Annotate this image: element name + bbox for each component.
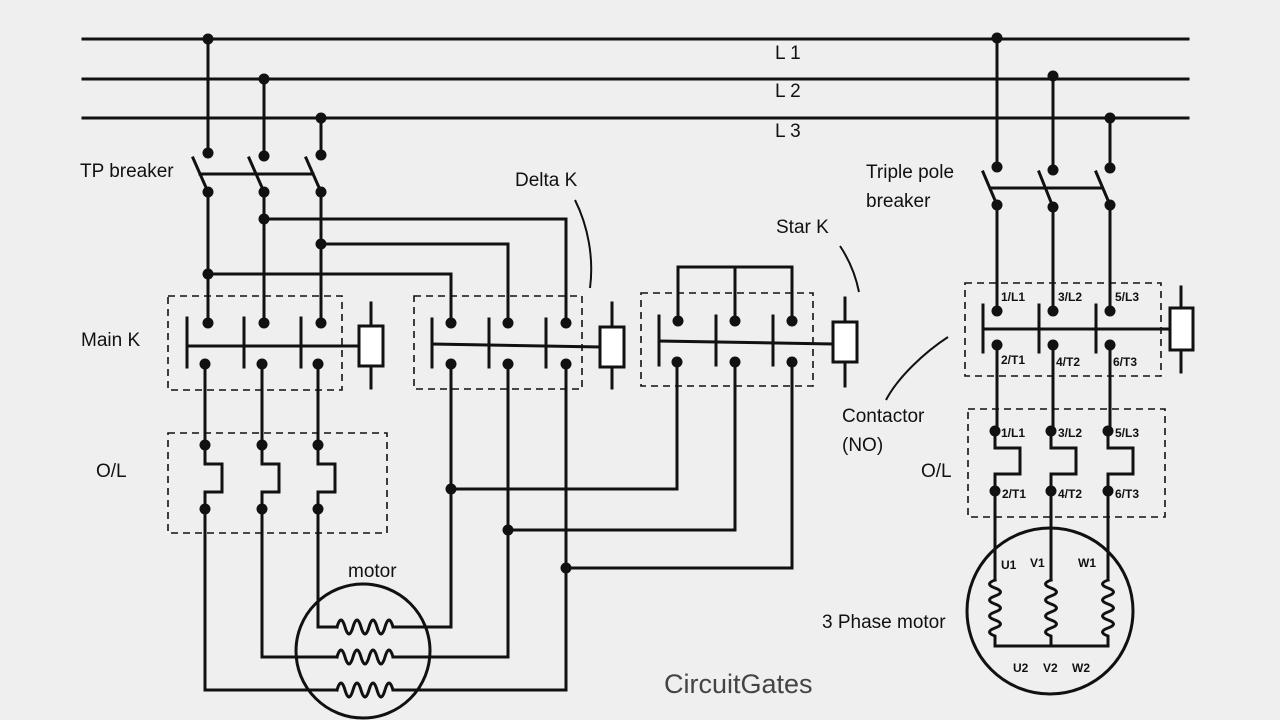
motor-terminal-u2: U2 <box>1013 661 1029 675</box>
star-delta-crosslinks <box>445 360 794 574</box>
contactor-terminal-2t1: 2/T1 <box>1001 353 1025 367</box>
left-distribution-wiring <box>202 190 568 325</box>
brand-watermark: CircuitGates <box>664 669 813 699</box>
motor-left-label: motor <box>348 561 397 582</box>
overload-terminal-2t1: 2/T1 <box>1002 487 1026 501</box>
three-phase-motor-label: 3 Phase motor <box>822 612 946 633</box>
triple-pole-breaker <box>981 32 1116 313</box>
triple-pole-breaker-label-line1: Triple pole <box>866 162 954 183</box>
bus-bars <box>81 37 1190 120</box>
tp-breaker <box>191 33 327 198</box>
bus-l2-label: L 2 <box>775 81 801 102</box>
motor-left <box>203 362 568 720</box>
motor-terminal-v1: V1 <box>1030 556 1045 570</box>
delta-contactor <box>413 199 626 390</box>
contactor-terminal-3l2: 3/L2 <box>1058 290 1082 304</box>
main-contactor <box>167 295 385 391</box>
overload-relay-right <box>967 408 1166 518</box>
contactor-to-overload-wiring <box>995 343 1112 433</box>
overload-right-label: O/L <box>921 461 952 482</box>
contactor-terminal-1l1: 1/L1 <box>1001 290 1025 304</box>
overload-terminal-4t2: 4/T2 <box>1058 487 1082 501</box>
overload-terminal-5l3: 5/L3 <box>1115 426 1139 440</box>
triple-pole-breaker-label-line2: breaker <box>866 191 931 212</box>
star-contactor <box>640 245 860 388</box>
contactor-label-line1: Contactor <box>842 406 925 427</box>
contactor-terminal-6t3: 6/T3 <box>1113 355 1137 369</box>
overload-terminal-6t3: 6/T3 <box>1115 487 1139 501</box>
motor-terminal-v2: V2 <box>1043 661 1058 675</box>
bus-l1-label: L 1 <box>775 43 801 64</box>
contactor-terminal-5l3: 5/L3 <box>1115 290 1139 304</box>
contactor-label-line2: (NO) <box>842 435 883 456</box>
star-k-label: Star K <box>776 217 829 238</box>
delta-k-label: Delta K <box>515 170 578 191</box>
overload-terminal-1l1: 1/L1 <box>1001 426 1025 440</box>
overload-relay-left <box>167 432 388 534</box>
motor-terminal-w2: W2 <box>1072 661 1090 675</box>
tp-breaker-label: TP breaker <box>80 161 174 182</box>
contactor-no <box>885 282 1195 401</box>
main-k-label: Main K <box>81 330 140 351</box>
motor-terminal-w1: W1 <box>1078 556 1096 570</box>
bus-l3-label: L 3 <box>775 121 801 142</box>
motor-terminal-u1: U1 <box>1001 558 1017 572</box>
main-to-overload-wiring <box>203 362 320 447</box>
overload-left-label: O/L <box>96 461 127 482</box>
contactor-terminal-4t2: 4/T2 <box>1056 355 1080 369</box>
overload-terminal-3l2: 3/L2 <box>1058 426 1082 440</box>
three-phase-motor <box>965 489 1135 696</box>
